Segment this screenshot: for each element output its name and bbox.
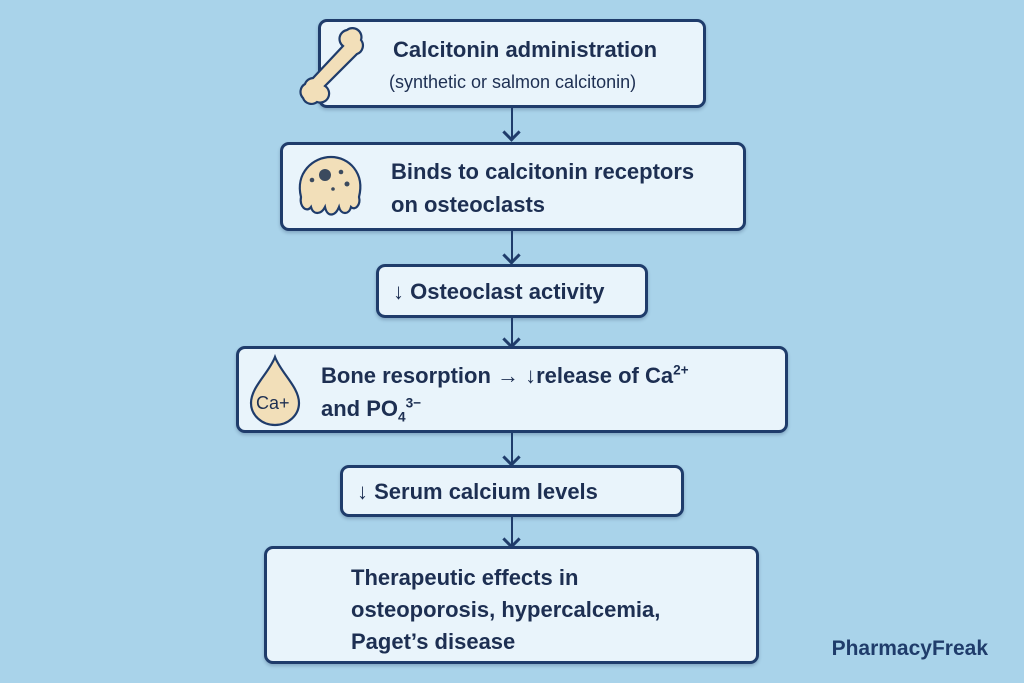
arrow-2 <box>511 231 513 261</box>
step-2-line-1: Binds to calcitonin receptors <box>391 159 695 184</box>
calcium-drop-label: Ca+ <box>256 393 290 413</box>
step-6-line-3: Paget’s disease <box>351 629 516 654</box>
step-5-text: ↓ Serum calcium levels <box>357 479 598 504</box>
arrow-4 <box>511 433 513 463</box>
arrow-3 <box>511 318 513 345</box>
step-6-line-2: osteoporosis, hypercalcemia, <box>351 597 661 622</box>
step-6-line-1: Therapeutic effects in <box>351 565 579 590</box>
step-serum-calcium: ↓ Serum calcium levels <box>340 465 684 517</box>
arrow-5 <box>511 517 513 545</box>
arrow-1 <box>511 108 513 138</box>
step-bone-resorption: Ca+ Bone resorption → ↓release of Ca2+ a… <box>236 346 788 433</box>
step-therapeutic-effects: Therapeutic effects in osteoporosis, hyp… <box>264 546 759 664</box>
step-1-subtitle: (synthetic or salmon calcitonin) <box>389 72 637 92</box>
step-osteoclast-activity: ↓ Osteoclast activity <box>376 264 648 318</box>
brand-watermark: PharmacyFreak <box>831 637 988 660</box>
step-3-text: ↓ Osteoclast activity <box>393 279 605 304</box>
step-1-title: Calcitonin administration <box>393 37 658 62</box>
step-4-line-2: and PO43− <box>321 395 422 425</box>
step-4-line-1: Bone resorption → ↓release of Ca2+ <box>321 362 689 388</box>
calcium-drop-icon <box>249 353 301 427</box>
bone-icon <box>299 27 364 105</box>
osteoclast-icon <box>298 155 362 216</box>
step-2-line-2: on osteoclasts <box>391 192 546 217</box>
step-binds-receptors: Binds to calcitonin receptors on osteocl… <box>280 142 746 231</box>
step-calcitonin-administration: Calcitonin administration (synthetic or … <box>299 19 706 108</box>
